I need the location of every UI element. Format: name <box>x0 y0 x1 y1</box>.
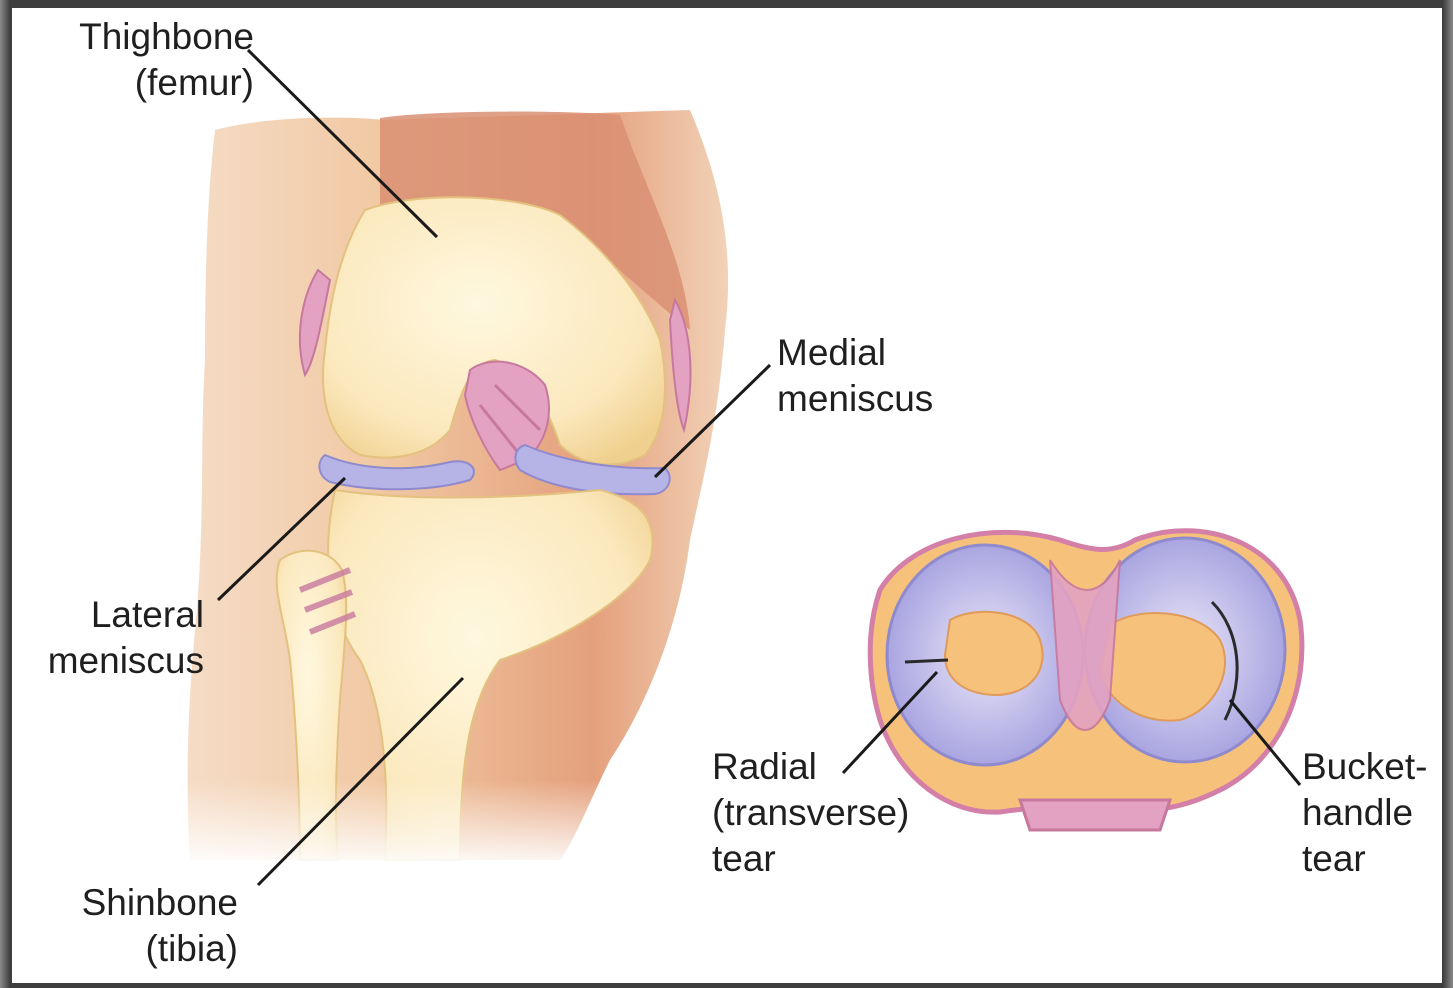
label-medial-meniscus: Medial meniscus <box>777 330 933 422</box>
posterior-capsule <box>1020 800 1170 830</box>
label-thighbone: Thighbone (femur) <box>38 14 254 106</box>
knee-joint-figure <box>180 110 740 870</box>
label-radial-tear: Radial (transverse) tear <box>712 744 909 882</box>
diagram-panel: Thighbone (femur) Medial meniscus Latera… <box>12 8 1442 983</box>
label-bucket-handle-tear: Bucket- handle tear <box>1302 744 1427 882</box>
radial-tear-mark <box>905 660 948 662</box>
lateral-plateau-surface <box>945 612 1043 695</box>
label-shinbone: Shinbone (tibia) <box>48 880 238 972</box>
tibial-plateau-figure <box>870 531 1302 830</box>
label-lateral-meniscus: Lateral meniscus <box>18 592 204 684</box>
